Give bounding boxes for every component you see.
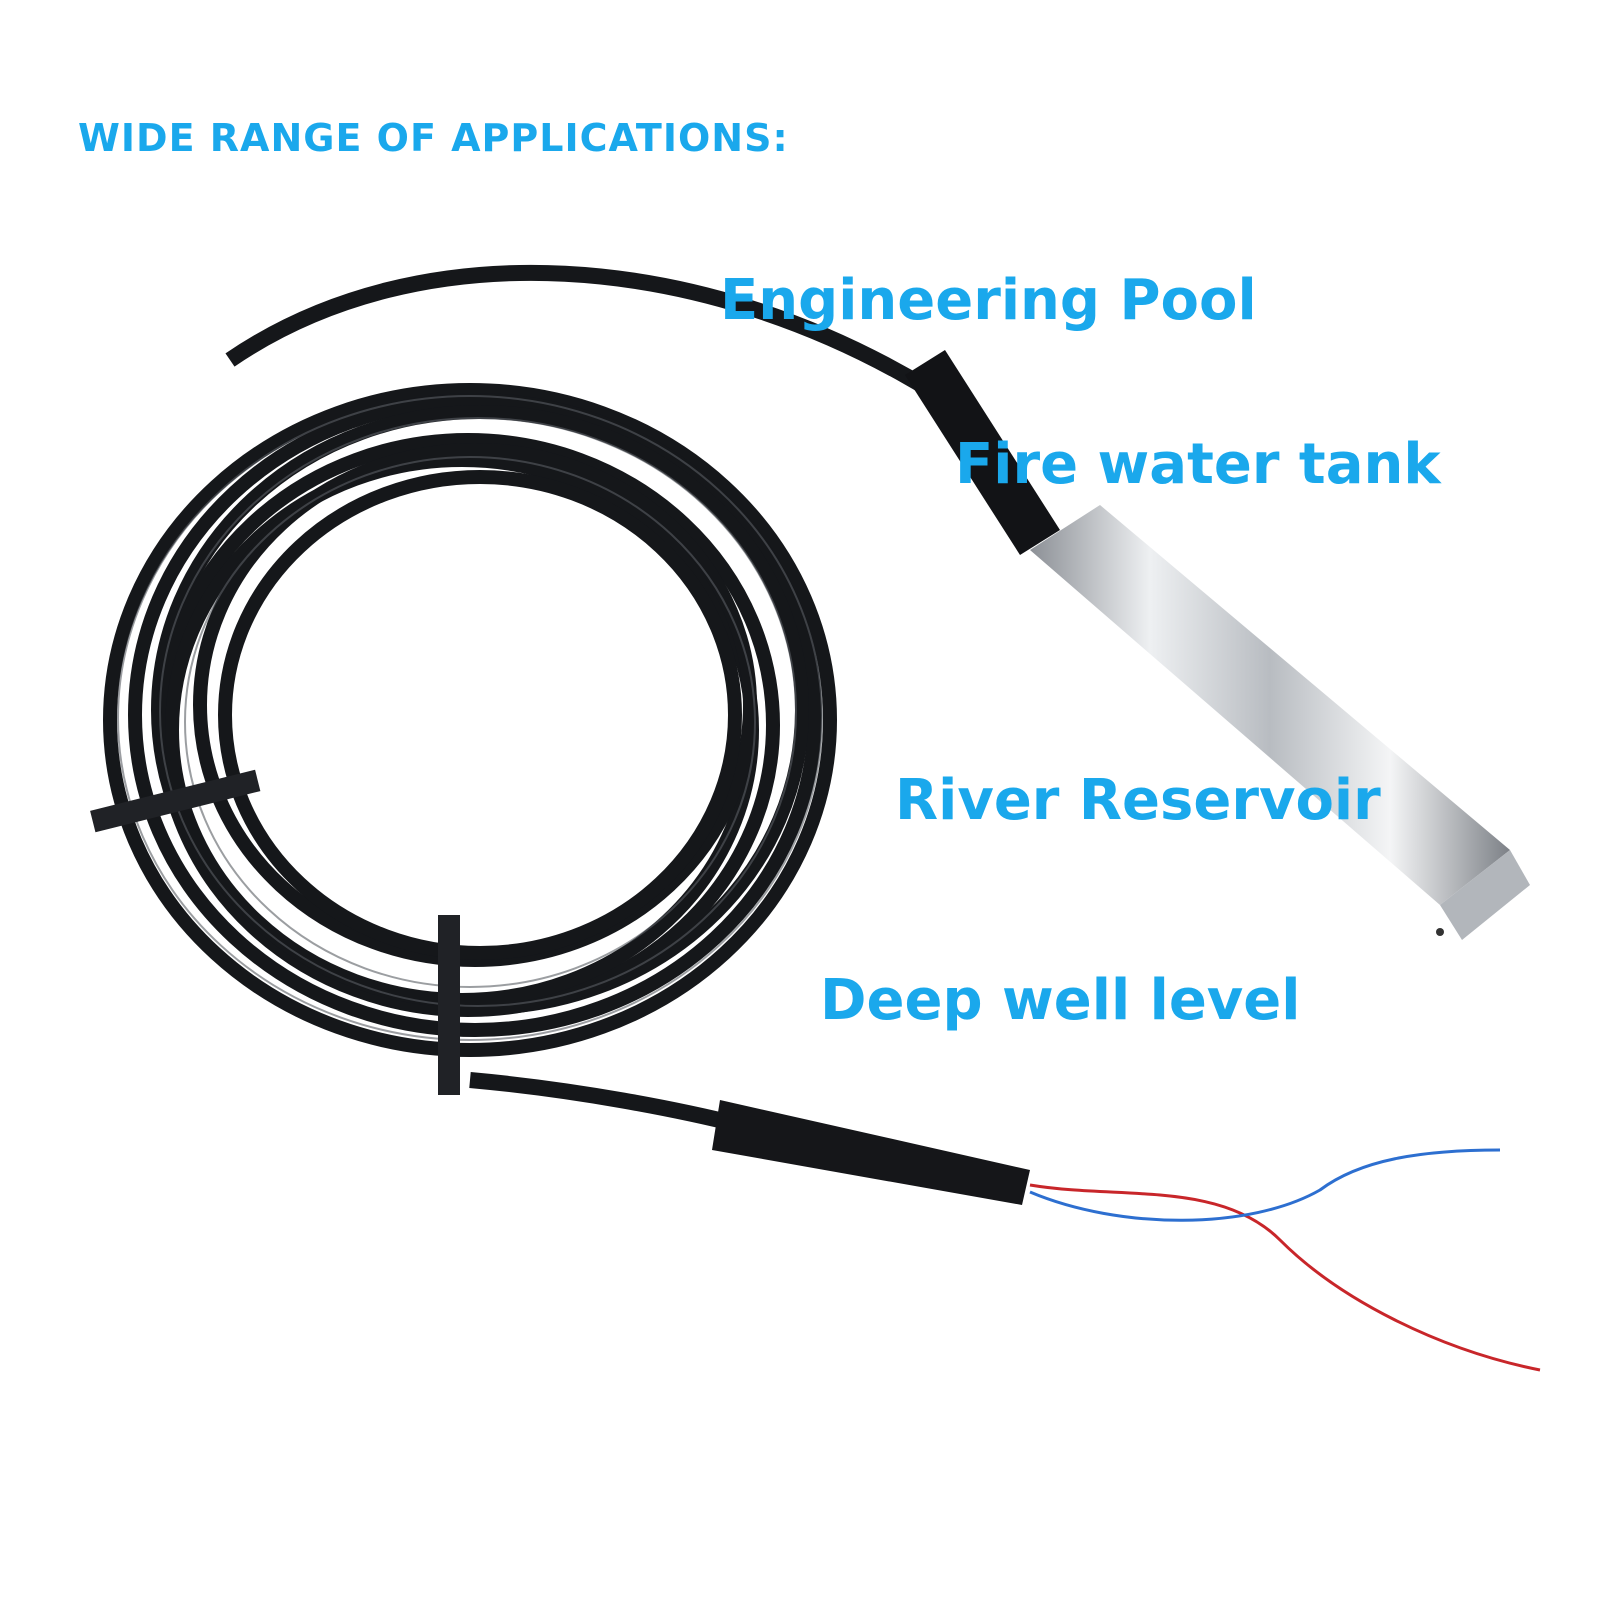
application-fire-water-tank: Fire water tank [955, 432, 1441, 497]
cable-coil-highlights [117, 395, 823, 1041]
cable-to-probe [225, 264, 935, 397]
level-probe-body [1030, 505, 1510, 905]
application-river-reservoir: River Reservoir [895, 768, 1381, 833]
application-engineering-pool: Engineering Pool [720, 268, 1257, 333]
cable-tie-bottom [438, 915, 460, 1095]
cable-to-wires [469, 1072, 742, 1133]
cable-tie-left [90, 769, 261, 833]
application-deep-well-level: Deep well level [820, 968, 1301, 1033]
wire-blue [1029, 1148, 1501, 1222]
cable-coil [103, 383, 837, 1057]
applications-heading: WIDE RANGE OF APPLICATIONS: [78, 116, 789, 160]
level-probe-tip [1440, 850, 1530, 940]
probe-heat-shrink [905, 350, 1060, 555]
wire-red [1029, 1183, 1541, 1372]
wire-heat-shrink [712, 1100, 1030, 1205]
